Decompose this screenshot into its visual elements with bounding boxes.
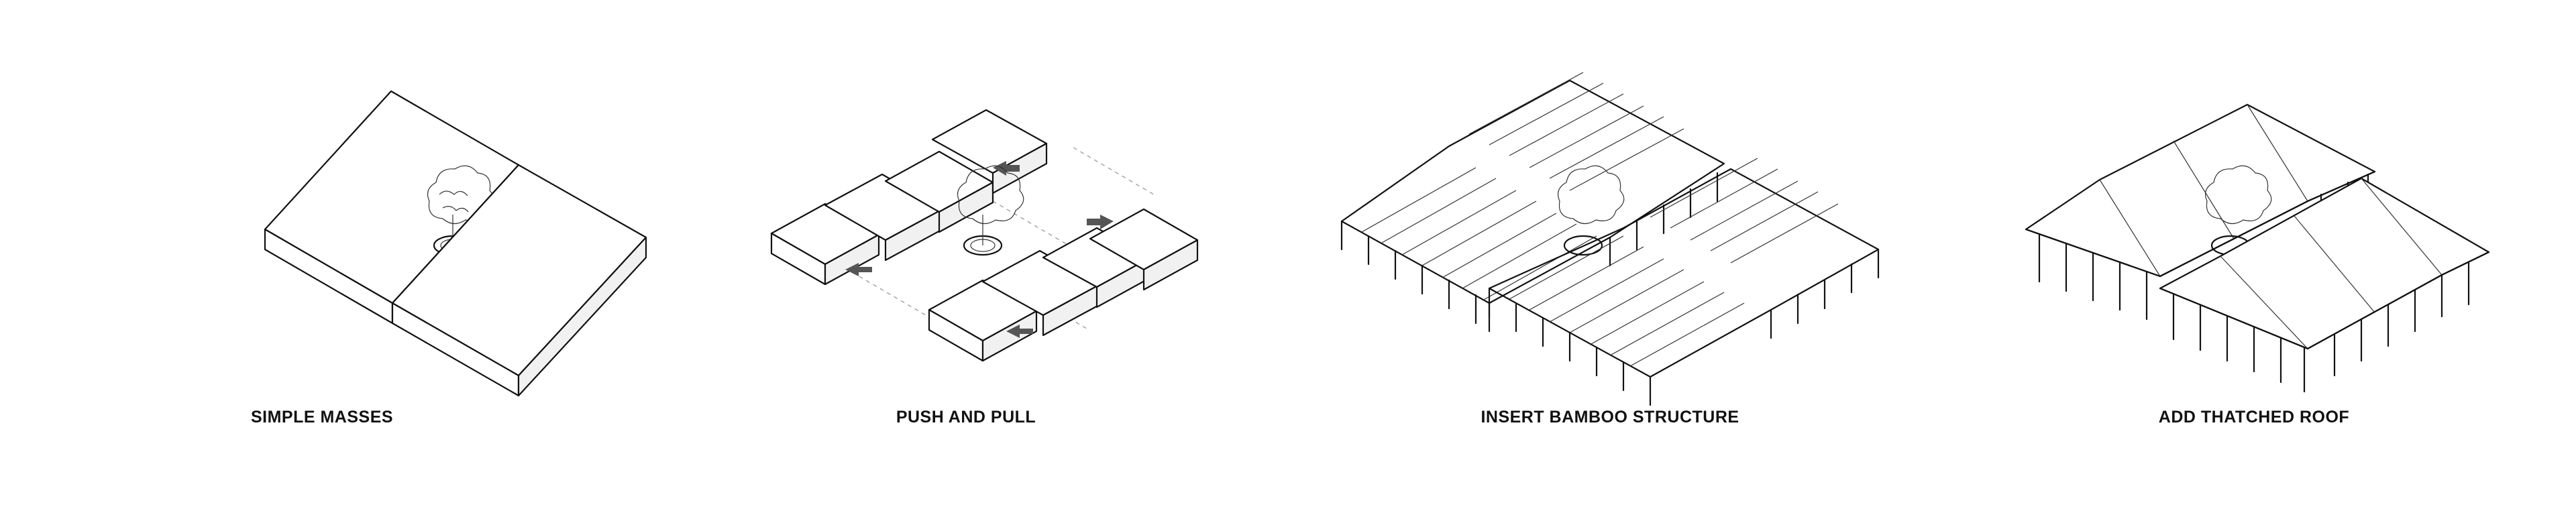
step-label: ADD THATCHED ROOF xyxy=(2158,408,2350,426)
step-label: SIMPLE MASSES xyxy=(250,408,394,426)
push-arrow-icon xyxy=(845,161,1020,276)
thatched-roof-drawing xyxy=(2025,103,2490,393)
front-stepped-mass xyxy=(928,208,1199,362)
simple-masses-drawing xyxy=(264,90,647,397)
step-label: INSERT BAMBOO STRUCTURE xyxy=(1481,408,1739,426)
pull-arrow-icon xyxy=(1006,215,1114,338)
step-label: PUSH AND PULL xyxy=(896,408,1036,426)
back-frame xyxy=(1340,72,1725,333)
push-pull-drawing xyxy=(770,109,1199,362)
step-add-thatched-roof: ADD THATCHED ROOF xyxy=(1932,0,2576,515)
front-roof xyxy=(2159,177,2490,393)
front-mass xyxy=(391,164,647,397)
step-insert-bamboo-structure: INSERT BAMBOO STRUCTURE xyxy=(1288,0,1932,515)
tree-icon xyxy=(957,165,1024,256)
front-frame xyxy=(1488,158,1880,406)
step-push-and-pull: PUSH AND PULL xyxy=(644,0,1288,515)
back-stepped-mass xyxy=(770,109,1048,286)
step-simple-masses: SIMPLE MASSES xyxy=(0,0,647,515)
bamboo-structure-drawing xyxy=(1340,72,1880,406)
tree-icon xyxy=(1558,165,1625,256)
